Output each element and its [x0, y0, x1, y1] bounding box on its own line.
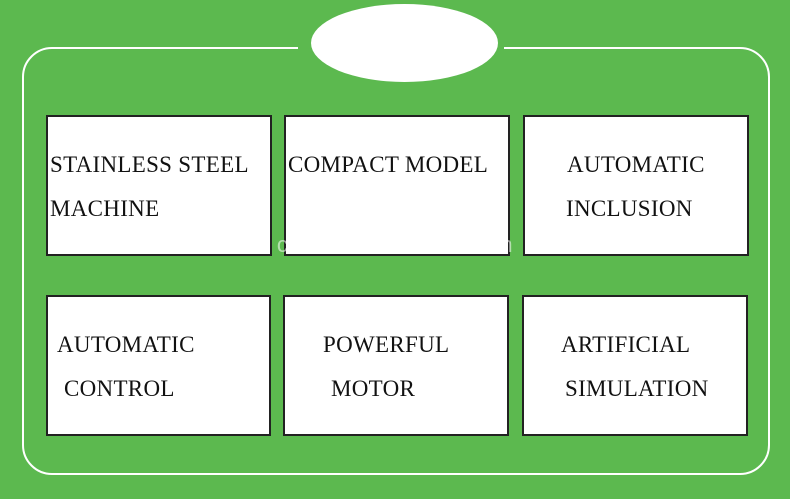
feature-card-line: MOTOR — [331, 376, 416, 401]
feature-card-automatic-inclusion: AUTOMATIC INCLUSION — [523, 115, 749, 256]
feature-card-compact-model: COMPACT MODEL — [284, 115, 510, 256]
feature-card-automatic-control: AUTOMATIC CONTROL — [46, 295, 271, 436]
feature-card-stainless-steel: STAINLESS STEEL MACHINE — [46, 115, 272, 256]
feature-card-powerful-motor: POWERFUL MOTOR — [283, 295, 509, 436]
feature-card-line: AUTOMATIC — [57, 332, 195, 357]
feature-card-line: MACHINE — [50, 196, 160, 221]
title-oval — [311, 4, 498, 82]
feature-card-line: COMPACT MODEL — [288, 152, 489, 177]
watermark: chinafoodmachine.com — [276, 232, 514, 257]
feature-card-line: CONTROL — [64, 376, 175, 401]
feature-card-line: INCLUSION — [566, 196, 693, 221]
feature-card-artificial-simulation: ARTIFICIAL SIMULATION — [522, 295, 748, 436]
feature-card-line: AUTOMATIC — [567, 152, 705, 177]
feature-card-line: ARTIFICIAL — [561, 332, 691, 357]
feature-card-line: STAINLESS STEEL — [50, 152, 249, 177]
feature-card-line: SIMULATION — [565, 376, 709, 401]
feature-card-line: POWERFUL — [323, 332, 450, 357]
